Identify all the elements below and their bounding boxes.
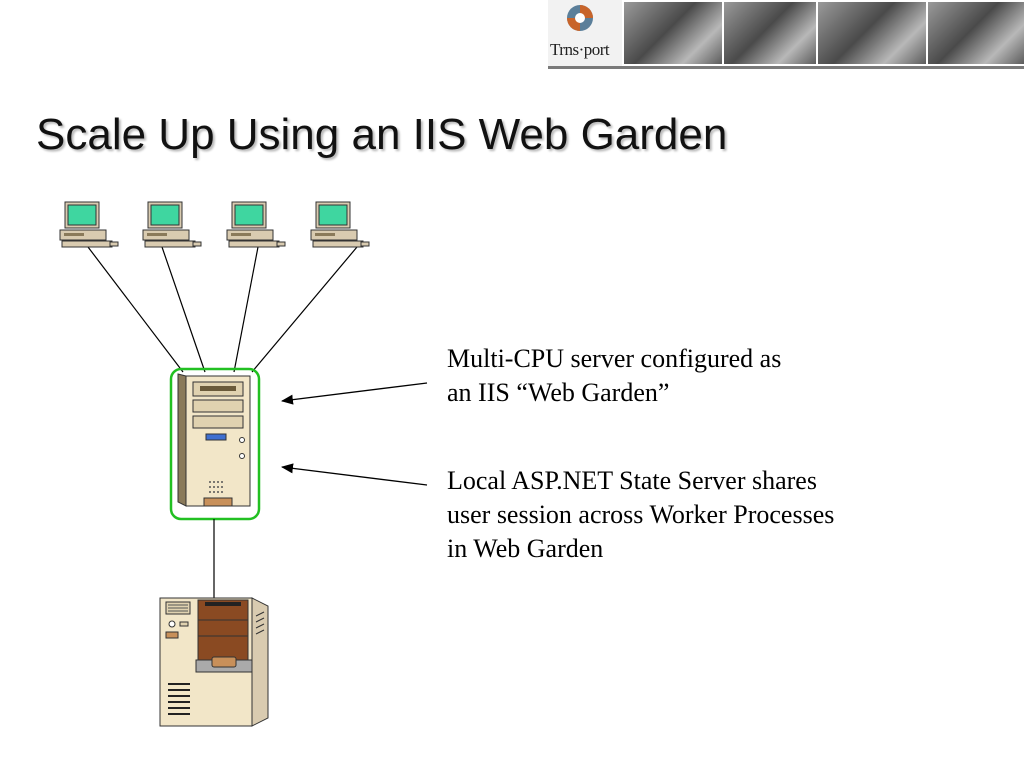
client-computer-icon — [59, 201, 119, 248]
web-garden-arrow — [281, 382, 428, 405]
caption-line: Multi-CPU server configured as — [447, 344, 782, 373]
header-banner: Trns·port — [548, 0, 1024, 66]
caption-line: user session across Worker Processes — [447, 500, 835, 529]
web-server-tower-icon — [177, 373, 251, 507]
state-server-arrow — [281, 463, 428, 486]
logo-emblem-icon — [567, 5, 593, 31]
web-garden-highlight — [169, 367, 261, 521]
trnsport-logo: Trns·port — [548, 0, 622, 66]
slide-title: Scale Up Using an IIS Web Garden — [36, 110, 728, 159]
client-connection-line — [233, 246, 259, 373]
header-divider — [548, 66, 1024, 69]
client-connection-line — [87, 246, 184, 373]
highway-bridge-photo — [724, 2, 816, 64]
client-computer-icon — [142, 201, 202, 248]
state-server-tower-icon — [159, 597, 269, 727]
client-computer-icon — [310, 201, 370, 248]
laptop-engineer-photo — [818, 2, 926, 64]
caption-line: in Web Garden — [447, 534, 604, 563]
highway-traffic-photo — [928, 2, 1024, 64]
caption-line: Local ASP.NET State Server shares — [447, 466, 817, 495]
client-connection-line — [161, 246, 206, 373]
caption-line: an IIS “Web Garden” — [447, 378, 670, 407]
client-connection-line — [251, 246, 358, 373]
web-garden-caption: Multi-CPU server configured as an IIS “W… — [447, 342, 781, 410]
logo-text: Trns·port — [550, 40, 610, 59]
client-computer-icon — [226, 201, 286, 248]
state-server-caption: Local ASP.NET State Server shares user s… — [447, 464, 834, 566]
keyboard-typing-photo — [624, 2, 722, 64]
